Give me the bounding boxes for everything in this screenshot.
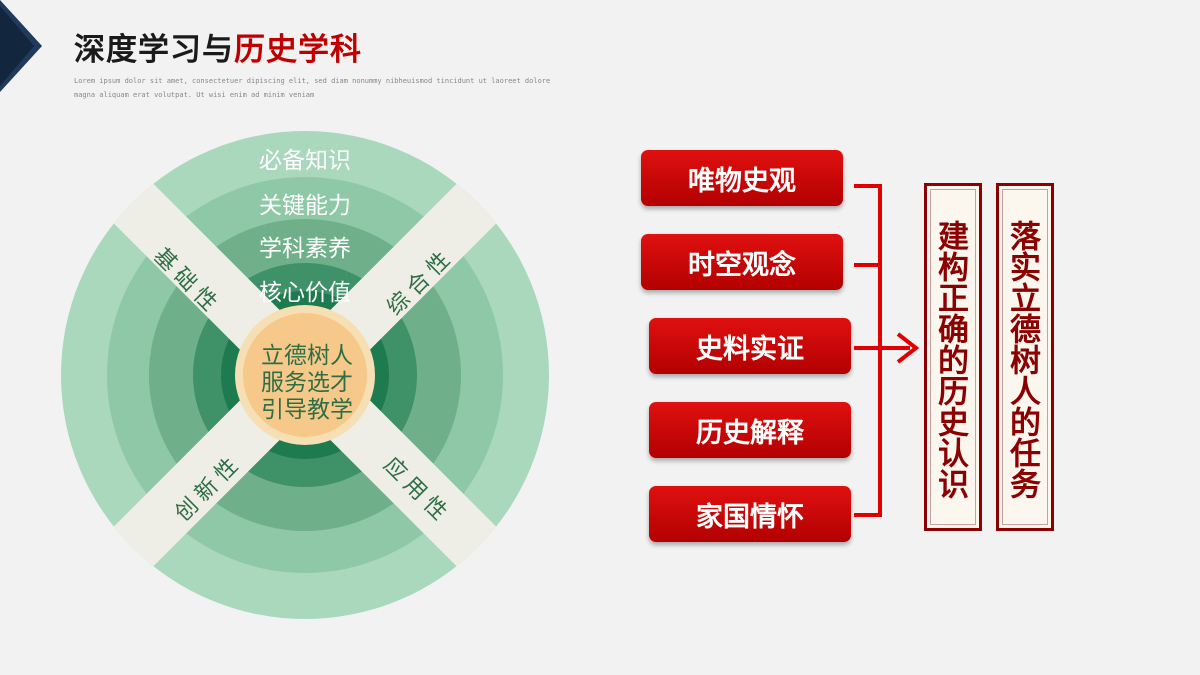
title-part-red: 历史学科 <box>234 32 362 68</box>
core-item-evidence: 史料实证 <box>649 318 851 374</box>
core-item-patriotism: 家国情怀 <box>649 486 851 542</box>
title-part-dark: 深度学习与 <box>74 32 234 68</box>
core-item-materialism: 唯物史观 <box>641 150 843 206</box>
center-line-1: 立德树人 <box>261 343 353 369</box>
ring-label-ability: 关键能力 <box>259 193 351 219</box>
center-line-3: 引导教学 <box>261 397 353 423</box>
page-subtitle: Lorem ipsum dolor sit amet, consectetuer… <box>74 77 551 99</box>
ring-label-literacy: 学科素养 <box>259 236 351 262</box>
arrow-right-icon <box>896 332 920 364</box>
competency-wheel: 必备知识 关键能力 学科素养 核心价值 立德树人 服务选才 引导教学 基础性 综… <box>61 131 549 619</box>
ring-label-knowledge: 必备知识 <box>259 148 351 174</box>
center-line-2: 服务选才 <box>261 370 353 396</box>
core-item-spacetime: 时空观念 <box>641 234 843 290</box>
page-title: 深度学习与历史学科 <box>74 24 362 69</box>
corner-decoration <box>0 0 42 92</box>
center-circle <box>243 313 367 437</box>
core-item-interpretation: 历史解释 <box>649 402 851 458</box>
outcome-historical-understanding: 建构正确的历史认识 <box>924 183 982 531</box>
ring-label-core-value: 核心价值 <box>259 280 351 306</box>
outcome-moral-education-task: 落实立德树人的任务 <box>996 183 1054 531</box>
bracket-connector <box>854 184 920 517</box>
